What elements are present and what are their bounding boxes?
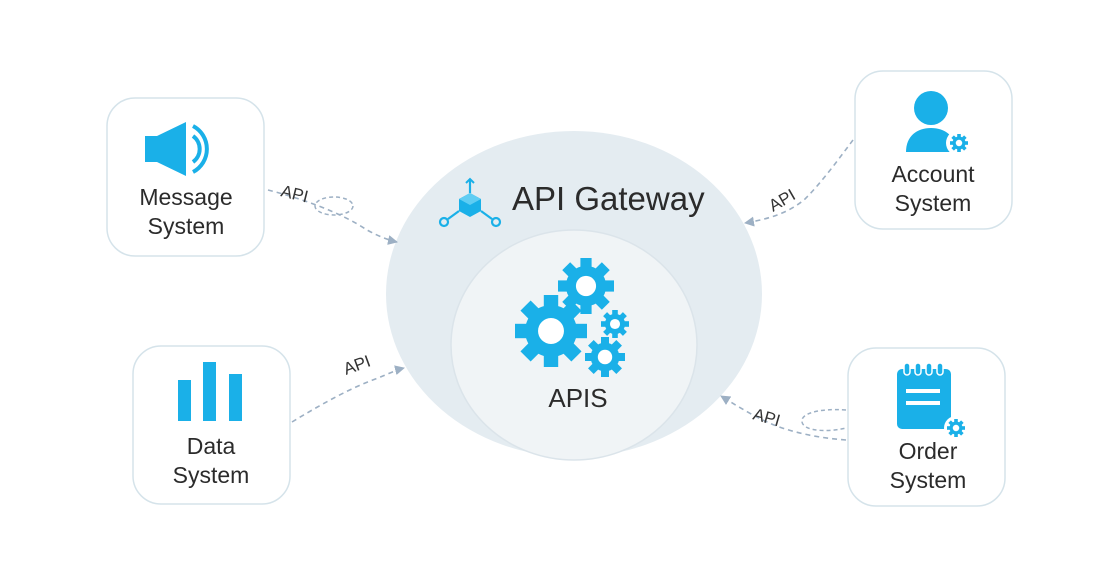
data-system-card: Data System [132,345,291,505]
network-cube-icon [438,177,502,228]
order-system-line2: System [890,467,967,493]
api-gateway: API Gateway APIS [386,131,762,461]
message-connection-arrow [267,189,398,245]
order-connection-arrow [720,395,847,441]
account-connection-arrow [744,139,854,227]
account-system-line1: Account [891,161,975,187]
apis-label: APIS [548,383,607,413]
speaker-icon [145,122,209,176]
order-system-card: Order System [847,347,1006,507]
account-system-card: Account System [854,70,1013,230]
user-settings-icon [906,91,972,156]
order-system-line1: Order [899,438,958,464]
gateway-title: API Gateway [512,180,705,217]
order-api-label: API [751,405,783,431]
clipboard-settings-icon [897,362,968,440]
message-api-label: API [279,181,310,206]
data-system-line1: Data [187,433,236,459]
account-system-line2: System [895,190,972,216]
message-system-line2: System [148,213,225,239]
data-system-line2: System [173,462,250,488]
message-system-line1: Message [139,184,232,210]
message-system-card: Message System [106,97,265,257]
order-connection-loop [801,408,847,432]
bar-chart-icon [178,362,242,421]
data-api-label: API [341,352,373,379]
account-api-label: API [766,185,799,215]
message-connection-loop [314,196,354,216]
